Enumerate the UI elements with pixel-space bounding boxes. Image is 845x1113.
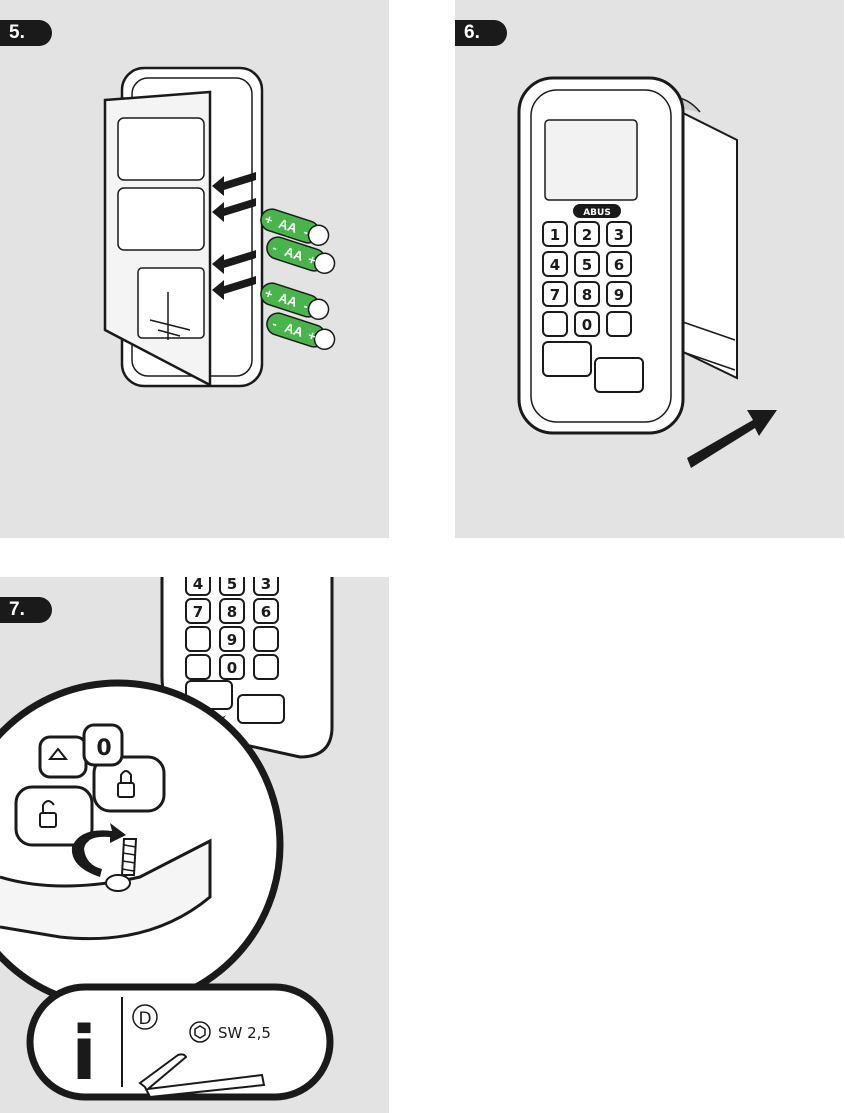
keypad-key bbox=[185, 626, 211, 652]
aa-battery-icon: AA-+ bbox=[266, 312, 336, 351]
keypad-key: 8 bbox=[219, 598, 245, 624]
info-box bbox=[26, 983, 334, 1101]
keypad-key: 0 bbox=[219, 654, 245, 680]
svg-text:8: 8 bbox=[227, 603, 237, 621]
step-number-badge: 5. bbox=[0, 20, 52, 46]
rotate-arrow bbox=[71, 823, 126, 877]
svg-text:7: 7 bbox=[193, 603, 203, 621]
insert-arrows bbox=[212, 172, 256, 300]
svg-text:0: 0 bbox=[96, 736, 111, 761]
svg-text:6: 6 bbox=[261, 603, 271, 621]
keypad-key: 1 bbox=[542, 221, 568, 247]
battery-slot bbox=[117, 187, 205, 251]
keypad-key bbox=[253, 654, 279, 680]
keypad-key bbox=[253, 626, 279, 652]
svg-text:3: 3 bbox=[614, 226, 624, 244]
step-number-badge: 7. bbox=[0, 597, 52, 623]
battery-label: AA bbox=[277, 216, 300, 236]
aa-battery-icon: AA+- bbox=[260, 208, 330, 247]
step-number-badge: 6. bbox=[455, 20, 507, 46]
allen-key-icon bbox=[138, 1053, 266, 1099]
keypad-key: 7 bbox=[542, 281, 568, 307]
svg-text:0: 0 bbox=[582, 316, 592, 334]
keypad-key: 0 bbox=[574, 311, 600, 337]
keypad-key bbox=[542, 311, 568, 337]
keypad-key: 6 bbox=[253, 598, 279, 624]
keypad-key: 2 bbox=[574, 221, 600, 247]
svg-text:-: - bbox=[302, 298, 311, 314]
keypad-key bbox=[542, 341, 592, 377]
info-icon: i bbox=[71, 1011, 96, 1097]
svg-text:-: - bbox=[271, 316, 280, 332]
country-circle bbox=[132, 1004, 158, 1030]
keypad-key: 8 bbox=[574, 281, 600, 307]
brand-label: ABUS bbox=[583, 208, 611, 218]
slide-arrow bbox=[687, 410, 777, 468]
screw-tightening-illustration: 4 5 3 7 8 6 9 0 0 i D bbox=[0, 577, 334, 1101]
svg-text:4: 4 bbox=[193, 577, 203, 593]
zoomed-keypad-detail: 0 bbox=[0, 723, 212, 941]
keypad-key: 7 bbox=[185, 598, 211, 624]
battery-label: AA bbox=[283, 320, 306, 340]
svg-text:9: 9 bbox=[227, 631, 237, 649]
battery-label: AA bbox=[283, 244, 306, 264]
step-7-panel: 7. 4 5 3 7 8 6 9 0 0 i bbox=[0, 577, 389, 1113]
keypad-key: 3 bbox=[253, 577, 279, 596]
svg-text:-: - bbox=[271, 240, 280, 256]
keypad-key bbox=[606, 311, 632, 337]
keypad-key bbox=[237, 694, 285, 724]
country-code: D bbox=[138, 1009, 151, 1029]
svg-text:6: 6 bbox=[614, 256, 624, 274]
svg-text:5: 5 bbox=[582, 256, 592, 274]
brand-plate bbox=[573, 204, 621, 218]
aa-battery-icon: AA+- bbox=[260, 282, 330, 321]
svg-text:8: 8 bbox=[582, 286, 592, 304]
svg-text:5: 5 bbox=[227, 577, 237, 593]
svg-text:7: 7 bbox=[550, 286, 560, 304]
keypad-assembly-illustration: ABUS 1 2 3 4 5 6 7 8 9 0 bbox=[517, 76, 777, 468]
svg-text:4: 4 bbox=[550, 256, 560, 274]
keypad-key: 6 bbox=[606, 251, 632, 277]
hex-icon bbox=[189, 1021, 211, 1043]
step-6-panel: 6. ABUS 1 2 3 4 5 6 7 8 9 0 bbox=[455, 0, 844, 538]
battery-insertion-illustration: AA+-AA-+AA+-AA-+ bbox=[103, 66, 336, 388]
svg-text:9: 9 bbox=[614, 286, 624, 304]
keypad-key: 3 bbox=[606, 221, 632, 247]
svg-text:0: 0 bbox=[227, 659, 237, 677]
connector-slot bbox=[137, 267, 205, 339]
battery-label: AA bbox=[277, 290, 300, 310]
keypad-key: 9 bbox=[219, 626, 245, 652]
keypad-key: 9 bbox=[606, 281, 632, 307]
svg-text:3: 3 bbox=[261, 577, 271, 593]
step-5-panel: 5. AA+-AA-+AA+-AA-+ bbox=[0, 0, 389, 538]
keypad-key: 5 bbox=[574, 251, 600, 277]
screw-icon bbox=[105, 838, 138, 892]
keypad-key: 4 bbox=[542, 251, 568, 277]
svg-text:2: 2 bbox=[582, 226, 592, 244]
battery-slot bbox=[117, 117, 205, 181]
keypad-key bbox=[185, 654, 211, 680]
keypad-key: 4 bbox=[185, 577, 211, 596]
svg-text:1: 1 bbox=[550, 226, 560, 244]
keypad-key bbox=[594, 357, 644, 393]
aa-battery-icon: AA-+ bbox=[266, 236, 336, 275]
tool-size-label: SW 2,5 bbox=[218, 1024, 271, 1042]
svg-text:-: - bbox=[302, 224, 311, 240]
keypad-key: 5 bbox=[219, 577, 245, 596]
keypad-display-area bbox=[544, 119, 638, 201]
